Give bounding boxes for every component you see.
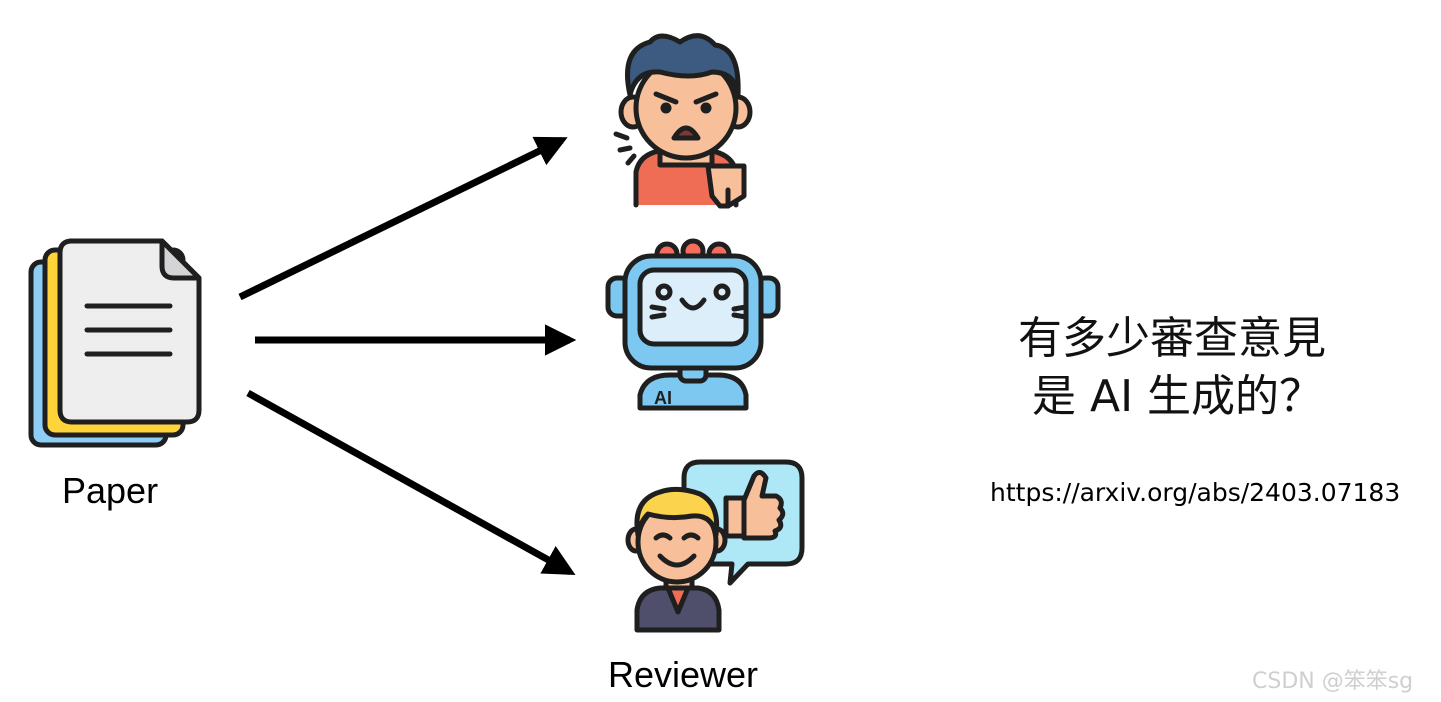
paper-url: https://arxiv.org/abs/2403.07183 [990,478,1401,507]
arrow-to-angry-reviewer [238,136,568,301]
arrow-to-happy-reviewer [246,389,576,576]
happy-reviewer-icon [625,486,728,633]
robot-reviewer-icon [605,238,781,411]
question-line-1: 有多少審查意見 [1018,313,1326,364]
paper-stack-icon [28,238,202,448]
question-text: 有多少審查意見 是 AI 生成的？ [1018,310,1326,426]
csdn-watermark: CSDN @笨笨sg [1252,669,1414,694]
robot-ai-badge: AI [654,388,672,408]
angry-reviewer-icon [613,33,753,209]
paper-label: Paper [62,470,159,511]
reviewer-label: Reviewer [608,654,759,695]
question-line-2: 是 AI 生成的？ [1032,371,1324,422]
